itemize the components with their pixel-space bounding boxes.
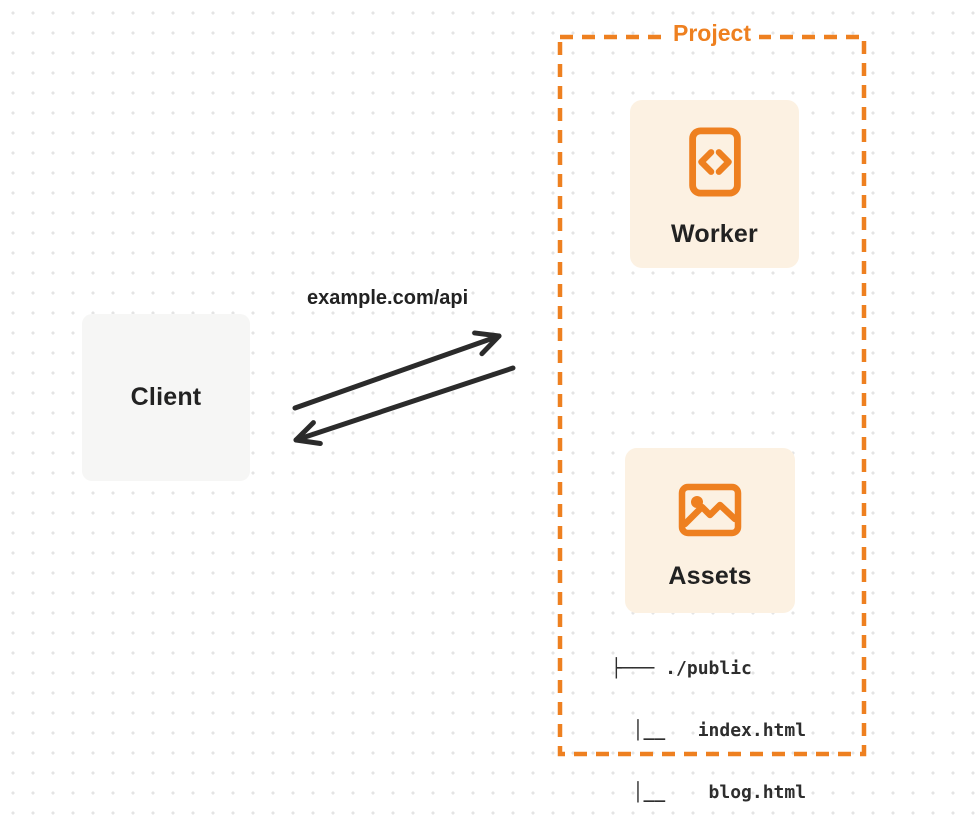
worker-node: Worker bbox=[630, 100, 799, 268]
assets-file-tree: ├─── ./public │__ index.html │__ blog.ht… bbox=[611, 617, 806, 818]
project-group: Project bbox=[558, 20, 866, 47]
project-group-label: Project bbox=[665, 20, 759, 47]
code-file-icon bbox=[687, 126, 743, 203]
request-arrow bbox=[292, 330, 502, 411]
file-tree-line: │__ blog.html bbox=[611, 782, 807, 804]
project-dashed-boundary bbox=[557, 34, 867, 757]
file-tree-line: ├─── ./public bbox=[611, 657, 752, 679]
client-node: Client bbox=[82, 314, 250, 481]
assets-node-label: Assets bbox=[668, 562, 752, 590]
worker-node-label: Worker bbox=[671, 220, 758, 248]
file-tree-line: │__ index.html bbox=[611, 719, 807, 741]
client-node-label: Client bbox=[130, 383, 202, 411]
response-arrow bbox=[293, 365, 516, 447]
assets-node: Assets bbox=[625, 448, 795, 613]
image-icon bbox=[678, 483, 742, 542]
request-url-label: example.com/api bbox=[307, 287, 469, 309]
